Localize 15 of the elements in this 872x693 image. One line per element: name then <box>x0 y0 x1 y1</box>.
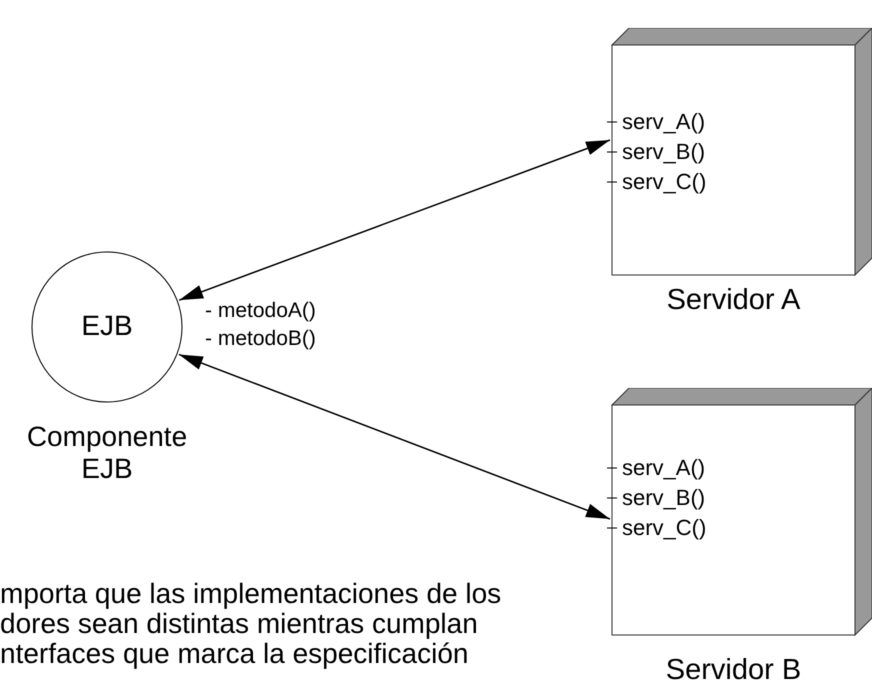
interface-method: - metodoB() <box>205 327 316 351</box>
method-name: serv_A() <box>622 109 706 135</box>
note-text: mporta que las implementaciones de los dores sean distintas mientras cumplan nterfaces que marca la especificación <box>0 579 502 669</box>
method-name: serv_C() <box>622 515 706 541</box>
method-name: serv_C() <box>622 169 706 195</box>
component-name: EJB <box>80 310 134 342</box>
node-caption: Componente EJB <box>26 421 188 485</box>
method-name: serv_B() <box>622 139 706 165</box>
double-arrow <box>178 354 610 520</box>
node-caption: Servidor A <box>666 284 802 317</box>
double-arrow <box>178 139 610 301</box>
method-name: serv_B() <box>622 485 706 511</box>
node-caption: Servidor B <box>664 654 802 687</box>
interface-method: - metodoA() <box>205 299 316 323</box>
method-name: serv_A() <box>622 455 706 481</box>
